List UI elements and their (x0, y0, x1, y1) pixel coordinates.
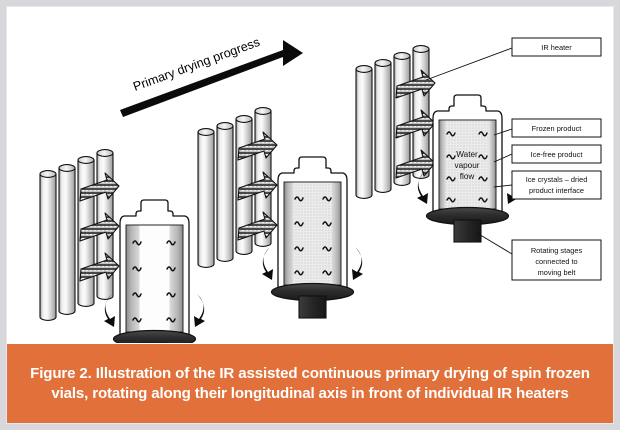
stage-2-rotation-arrow-left (262, 247, 273, 280)
callout-ice-crystals-interface: Ice crystals – dried product interface (511, 170, 602, 200)
callout-rotating-stages-label-line3: moving belt (538, 268, 576, 277)
stage-2-ir-heater-bank (197, 107, 278, 268)
callout-ir-heater-label: IR heater (541, 43, 572, 52)
stage-2-rotation-arrow-right (352, 247, 363, 280)
stage-3-vial: Water vapour flow (432, 94, 503, 220)
ir-radiation-arrow (79, 212, 120, 242)
stage-2-vial (277, 156, 348, 296)
stage-1-rotation-arrow-right (194, 294, 205, 327)
primary-drying-progress-arrow (120, 40, 303, 117)
heater-tube (39, 170, 57, 321)
water-vapour-marks (294, 196, 332, 276)
heater-tube (197, 128, 215, 268)
figure-caption-band: Figure 2. Illustration of the IR assiste… (7, 344, 613, 423)
callout-rotating-stages-label-line2: connected to (535, 257, 577, 266)
water-vapour-marks (132, 240, 176, 323)
ir-radiation-arrow (79, 172, 120, 202)
stage-2-group (197, 107, 363, 319)
heater-tube (355, 65, 373, 199)
stage-1-rotating-stage (112, 329, 197, 343)
water-vapour-flow-label-line3: flow (460, 172, 475, 181)
ir-radiation-arrow (237, 171, 278, 201)
callout-rotating-stages: Rotating stages connected to moving belt (511, 239, 602, 281)
stage-2-rotating-stage (270, 282, 355, 319)
callout-ice-free-product-label: Ice-free product (531, 150, 583, 159)
callout-ir-heater: IR heater (511, 37, 602, 57)
callout-ice-crystals-interface-label-line2: product interface (529, 186, 584, 195)
stage-3-rotating-stage (425, 206, 510, 243)
ir-radiation-arrow (237, 131, 278, 161)
figure-diagram: Primary drying progress (7, 7, 613, 343)
water-vapour-marks (446, 131, 488, 203)
callout-frozen-product-label: Frozen product (532, 124, 582, 133)
stage-1-vial (119, 199, 190, 343)
stage-1-group (39, 149, 205, 343)
heater-tube (58, 164, 76, 315)
callout-ice-crystals-interface-label-line1: Ice crystals – dried (526, 175, 588, 184)
stage-3-group: Water vapour flow (355, 45, 518, 243)
water-vapour-flow-label-line2: vapour (454, 161, 479, 170)
callout-ice-free-product: Ice-free product (511, 144, 602, 164)
ir-radiation-arrow (395, 69, 436, 99)
stage-1-rotation-arrow-left (104, 294, 115, 327)
ir-radiation-arrow (395, 109, 436, 139)
stage-1-ir-heater-bank (39, 149, 120, 321)
heater-tube (374, 59, 392, 193)
ir-radiation-arrow (395, 149, 436, 179)
callout-leader-lines (425, 47, 513, 255)
stage-3-rotation-arrow-left (417, 171, 428, 204)
callout-rotating-stages-label-line1: Rotating stages (531, 246, 583, 255)
ir-radiation-arrow (79, 252, 120, 282)
stage-3-ir-heater-bank (355, 45, 436, 199)
water-vapour-flow-label-line1: Water (456, 150, 478, 159)
figure-caption-text: Figure 2. Illustration of the IR assiste… (30, 365, 590, 402)
stage-3-rotation-arrow-right (507, 171, 518, 204)
figure-illustration-area: Primary drying progress (7, 7, 613, 343)
callout-frozen-product: Frozen product (511, 118, 602, 138)
heater-tube (216, 122, 234, 262)
ir-radiation-arrow (237, 211, 278, 241)
